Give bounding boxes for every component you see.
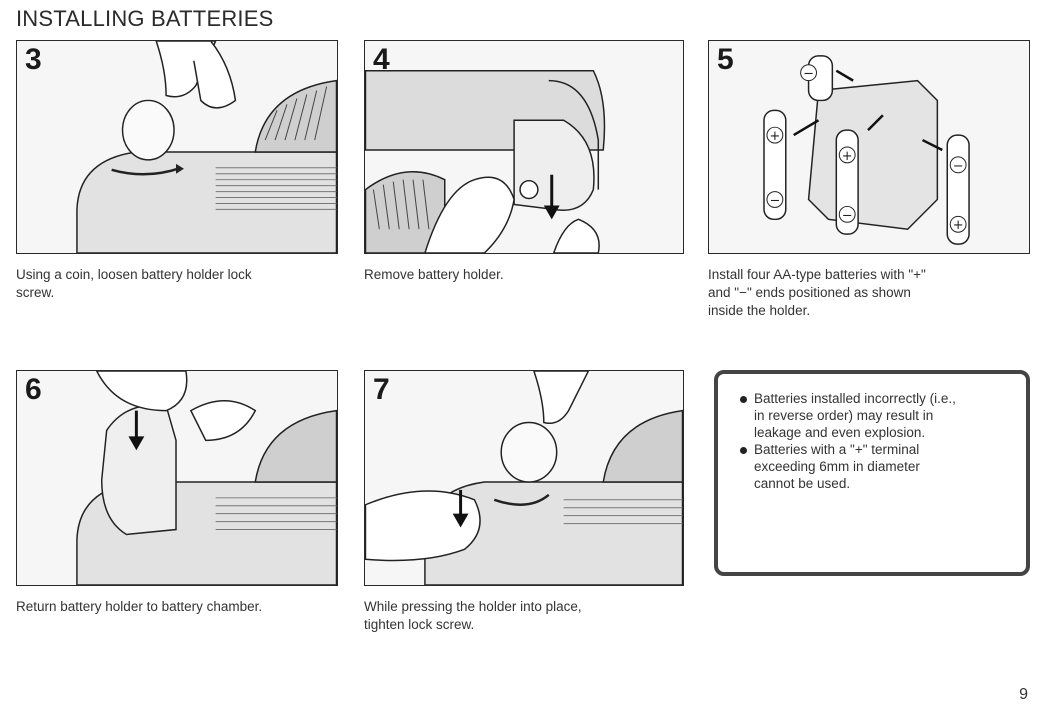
svg-text:−: − bbox=[769, 193, 780, 208]
battery-holder-removal-drawing bbox=[365, 69, 606, 253]
svg-text:+: + bbox=[842, 149, 853, 164]
svg-text:+: + bbox=[769, 129, 780, 144]
page-title: INSTALLING BATTERIES bbox=[16, 6, 274, 31]
step-5-illustration: 5 + − + − − + − bbox=[708, 40, 1030, 254]
step-number: 3 bbox=[25, 43, 42, 76]
warning-item: Batteries with a "+" terminal exceeding … bbox=[740, 441, 1014, 492]
step-number: 4 bbox=[373, 43, 390, 76]
step-number: 5 bbox=[717, 43, 734, 76]
step-number: 6 bbox=[25, 373, 42, 406]
step-6-caption: Return battery holder to battery chamber… bbox=[16, 599, 263, 614]
step-7-caption: While pressing the holder into place, ti… bbox=[364, 599, 582, 632]
tighten-screw-drawing bbox=[365, 371, 683, 585]
svg-text:−: − bbox=[953, 159, 964, 174]
svg-text:+: + bbox=[953, 218, 964, 233]
step-7-illustration: 7 bbox=[364, 370, 684, 586]
step-4-caption: Remove battery holder. bbox=[364, 267, 504, 282]
warning-box: Batteries installed incorrectly (i.e., i… bbox=[714, 370, 1030, 576]
warning-item: Batteries installed incorrectly (i.e., i… bbox=[740, 390, 1014, 441]
camera-coin-drawing bbox=[76, 41, 337, 253]
svg-text:−: − bbox=[842, 208, 853, 223]
holder-return-drawing bbox=[76, 371, 337, 585]
step-5-caption: Install four AA-type batteries with "+" … bbox=[708, 267, 926, 318]
bullet-icon bbox=[740, 396, 747, 403]
step-4-illustration: 4 bbox=[364, 40, 684, 254]
svg-text:−: − bbox=[803, 67, 814, 82]
step-number: 7 bbox=[373, 373, 390, 406]
battery-orientation-drawing: + − + − − + − bbox=[763, 55, 970, 245]
bullet-icon bbox=[740, 447, 747, 454]
step-6-illustration: 6 bbox=[16, 370, 338, 586]
step-3-caption: Using a coin, loosen battery holder lock… bbox=[16, 267, 252, 300]
step-3-illustration: 3 bbox=[16, 40, 338, 254]
page-number: 9 bbox=[1019, 686, 1028, 703]
warning-list: Batteries installed incorrectly (i.e., i… bbox=[740, 390, 1014, 492]
